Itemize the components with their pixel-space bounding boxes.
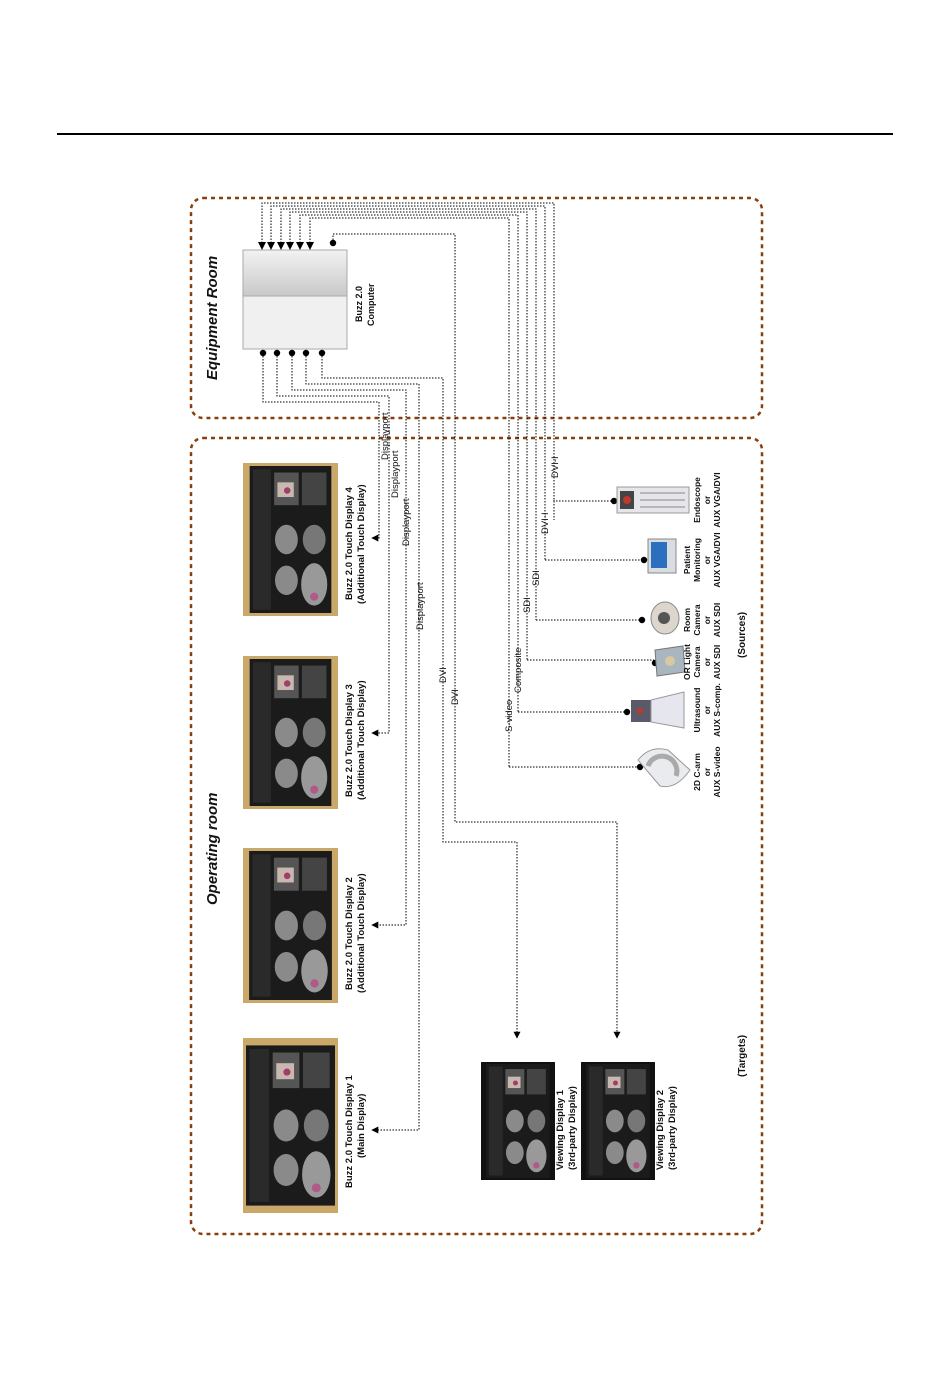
connection-label-viewing-1: DVI	[438, 667, 449, 683]
source-endoscope-line2: or	[702, 495, 712, 504]
room-camera-image	[650, 601, 680, 635]
source-ultrasound-line3: AUX S-comp.	[712, 683, 722, 737]
source-ultrasound-line1: Ultrasound	[692, 688, 702, 733]
touch-display-1	[243, 1038, 338, 1213]
equipment-room-label: Equipment Room	[204, 256, 221, 380]
source-orlight-line2: Camera	[692, 646, 702, 677]
source-orlight-line3: or	[702, 657, 712, 666]
ultrasound-image	[631, 691, 685, 729]
viewing-display-2	[581, 1062, 655, 1180]
endoscope-image	[616, 486, 690, 514]
touch-display-3-role: (Additional Touch Display)	[356, 680, 367, 800]
source-carm-line3: AUX S-video	[712, 746, 722, 797]
viewing-display-1-role: (3rd-party Display)	[567, 1086, 578, 1170]
source-carm-line1: 2D C-arm	[692, 753, 702, 791]
source-patient-line3: or	[702, 555, 712, 564]
or-light-camera-image	[654, 645, 686, 677]
touch-display-2-role: (Additional Touch Display)	[356, 873, 367, 993]
source-patient-line1: Patient	[682, 546, 692, 575]
source-patient-line4: AUX VGA/DVI	[712, 532, 722, 587]
viewing-display-2-role: (3rd-party Display)	[667, 1086, 678, 1170]
patient-monitor-image	[647, 538, 677, 574]
touch-display-4-name: Buzz 2.0 Touch Display 4	[344, 486, 355, 600]
connection-label-touch-3: Displayport	[390, 450, 401, 498]
touch-display-2-name: Buzz 2.0 Touch Display 2	[344, 877, 355, 990]
viewing-display-1-name: Viewing Display 1	[555, 1089, 566, 1170]
connection-label-source-6: DVI-I	[550, 456, 561, 478]
touch-display-4	[243, 463, 338, 616]
source-room-line1: Room	[682, 608, 692, 633]
source-orlight-line1: OR Light	[682, 644, 692, 680]
connection-label-source-4: SDI	[531, 570, 542, 586]
targets-label: (Targets)	[737, 1035, 748, 1077]
connection-label-touch-1: Displayport	[415, 582, 426, 630]
touch-display-3-name: Buzz 2.0 Touch Display 3	[344, 684, 355, 797]
touch-display-2	[243, 848, 338, 1003]
source-orlight-line4: AUX SDI	[712, 645, 722, 679]
operating-room-border	[189, 436, 764, 1236]
source-room-line4: AUX SDI	[712, 603, 722, 637]
sources-label: (Sources)	[737, 612, 748, 658]
c-arm-image	[637, 748, 691, 788]
connection-label-touch-4: Displayport	[380, 412, 391, 460]
source-room-line2: Camera	[692, 604, 702, 635]
connection-label-source-5: DVI-I	[540, 512, 551, 534]
computer-label-line2: Computer	[366, 283, 376, 326]
source-endoscope-line3: AUX VGA/DVI	[712, 472, 722, 527]
computer-label-line1: Buzz 2.0	[354, 286, 364, 322]
operating-room-label: Operating room	[204, 792, 221, 905]
connection-label-touch-2: Displayport	[401, 498, 412, 546]
touch-display-1-name: Buzz 2.0 Touch Display 1	[344, 1074, 355, 1188]
connection-label-source-3: SDI	[522, 597, 533, 613]
source-endoscope-line1: Endoscope	[692, 477, 702, 523]
source-patient-line2: Monitoring	[692, 538, 702, 582]
buzz-computer: Buzz 2.0 Computer	[242, 202, 555, 767]
source-carm-line2: or	[702, 767, 712, 776]
touch-display-1-role: (Main Display)	[356, 1094, 367, 1158]
viewing-display-2-name: Viewing Display 2	[655, 1090, 666, 1170]
connection-label-viewing-2: DVI	[450, 689, 461, 705]
connection-label-source-2: Composite	[513, 648, 524, 693]
source-ultrasound-line2: or	[702, 705, 712, 714]
touch-display-3	[243, 656, 338, 809]
connection-label-source-1: S-video	[504, 700, 515, 732]
viewing-display-1	[481, 1062, 555, 1180]
equipment-room-border	[189, 196, 764, 420]
touch-display-4-role: (Additional Touch Display)	[356, 484, 367, 604]
source-room-line3: or	[702, 615, 712, 624]
